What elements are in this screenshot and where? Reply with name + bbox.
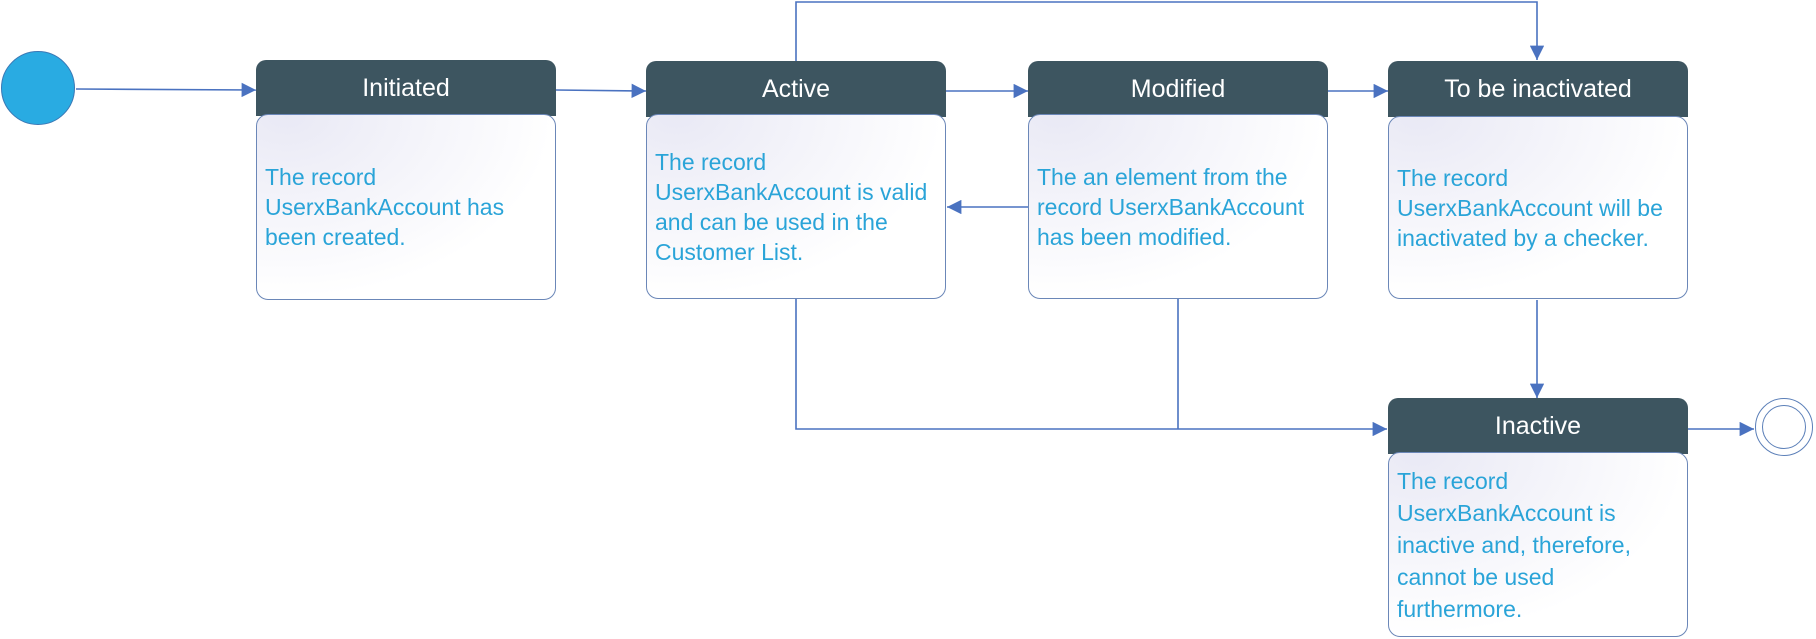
state-to-be-inactivated: To be inactivated The record UserxBankAc… [1388,61,1688,299]
state-inactive-body: The record UserxBankAccount is inactive … [1388,452,1688,637]
state-initiated-title: Initiated [256,60,556,116]
final-pseudostate [1755,398,1813,456]
transition-active-to-inactive [795,299,1387,437]
transition-start-to-initiated [75,82,257,98]
state-modified-title: Modified [1028,61,1328,117]
state-to-be-inactivated-description: The record UserxBankAccount will be inac… [1397,164,1663,251]
state-active-description: The record UserxBankAccount is valid and… [655,148,928,265]
state-initiated-body: The record UserxBankAccount has been cre… [256,114,556,300]
state-to-be-inactivated-title: To be inactivated [1388,61,1688,117]
state-active: Active The record UserxBankAccount is va… [646,61,946,299]
state-initiated-description: The record UserxBankAccount has been cre… [265,164,505,250]
final-pseudostate-ring [1762,405,1806,449]
state-initiated: Initiated The record UserxBankAccount ha… [256,60,556,300]
state-modified: Modified The an element from the record … [1028,61,1328,299]
transition-active-to-to-be-inactivated [795,1,1545,62]
state-modified-body: The an element from the record UserxBank… [1028,114,1328,299]
initial-pseudostate [1,51,75,125]
state-to-be-inactivated-body: The record UserxBankAccount will be inac… [1388,116,1688,299]
state-active-body: The record UserxBankAccount is valid and… [646,114,946,299]
transition-initiated-to-active [555,83,647,99]
state-modified-description: The an element from the record UserxBank… [1037,163,1305,250]
state-active-title: Active [646,61,946,117]
state-inactive-title: Inactive [1388,398,1688,454]
state-inactive-description: The record UserxBankAccount is inactive … [1397,467,1631,622]
state-inactive: Inactive The record UserxBankAccount is … [1388,398,1688,637]
